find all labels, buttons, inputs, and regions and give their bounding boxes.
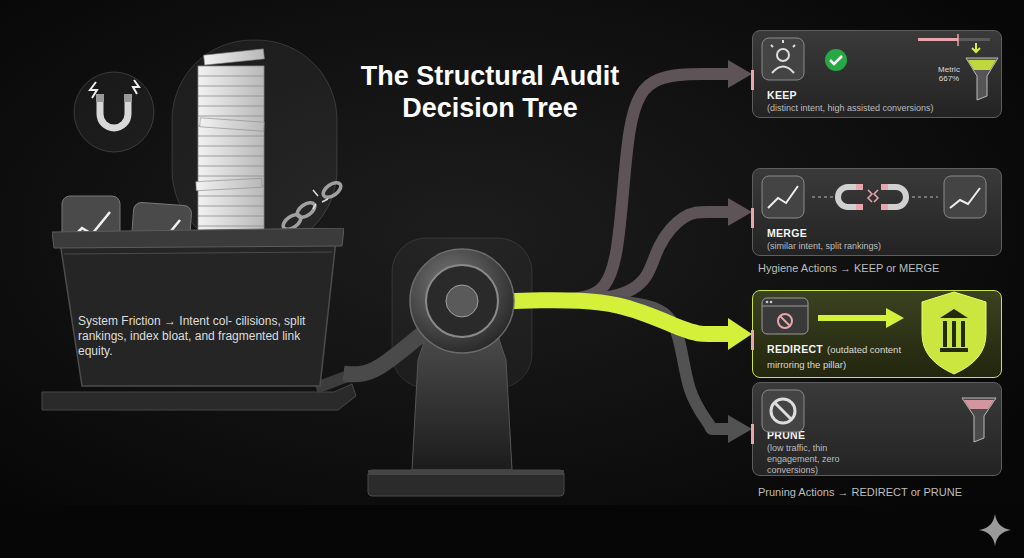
bin-lip <box>64 252 332 254</box>
spark-symbol <box>133 80 139 94</box>
glass-panel <box>392 238 532 388</box>
magnet-tip <box>96 94 104 102</box>
flow-arrow <box>344 212 732 374</box>
glass-bubble <box>172 40 337 250</box>
action-box: REDIRECT(outdated content mirroring the … <box>752 290 1002 378</box>
action-box: PRUNE(low traffic, thin engagement, zero… <box>752 382 1002 476</box>
floor-band <box>0 505 1024 558</box>
sparkle-mark <box>979 514 1011 546</box>
fulcrum-base <box>368 470 564 496</box>
fulcrum-disc <box>410 249 514 353</box>
flow-arrow <box>344 300 732 374</box>
diagram-title: The Structural Audit Decision Tree <box>330 60 650 124</box>
node-text: (distinct intent, high assisted conversi… <box>767 103 989 114</box>
break-spark <box>313 190 328 209</box>
paper-sheet <box>200 118 264 131</box>
group-label: Pruning Actions → REDIRECT or PRUNE <box>758 486 1018 498</box>
fulcrum-stand <box>412 330 512 470</box>
action-box: MERGE(similar intent, split rankings) <box>752 168 1002 256</box>
magnet-tip <box>124 94 132 102</box>
paper-stack <box>198 66 264 254</box>
paper-sheet <box>204 49 265 65</box>
chain-link <box>295 200 318 220</box>
fulcrum-hub <box>446 285 478 317</box>
action-box: KEEP(distinct intent, high assisted conv… <box>752 30 1002 118</box>
bin-shelf <box>42 384 356 410</box>
node-heading: MERGE <box>767 227 967 240</box>
paper-sheet <box>196 178 262 190</box>
node-text: (similar intent, split rankings) <box>767 241 989 252</box>
fulcrum-base-edge <box>368 470 564 475</box>
bin-shape <box>52 228 344 390</box>
node-heading: KEEP <box>767 89 967 102</box>
fulcrum-ring <box>426 265 498 337</box>
chain-link <box>321 180 344 200</box>
flow-arrow <box>344 300 732 429</box>
magnet-symbol <box>100 98 128 128</box>
node-text: System Friction → Intent col- cilisions,… <box>78 314 310 359</box>
bin-body <box>60 240 336 386</box>
friction-bin: System Friction → Intent col- cilisions,… <box>52 228 344 390</box>
bin-rim <box>52 228 344 248</box>
group-label: Hygiene Actions → KEEP or MERGE <box>758 262 1018 274</box>
text-row: REDIRECT(outdated content mirroring the … <box>767 341 919 371</box>
node-text: (low traffic, thin engagement, zero conv… <box>767 443 877 476</box>
glass-circle <box>74 72 154 152</box>
spark-symbol <box>90 82 97 98</box>
node-heading: REDIRECT <box>767 343 823 355</box>
paper-edges <box>198 76 264 246</box>
node-heading: PRUNE <box>767 429 917 442</box>
metric-label: Metric 667% <box>929 65 969 83</box>
